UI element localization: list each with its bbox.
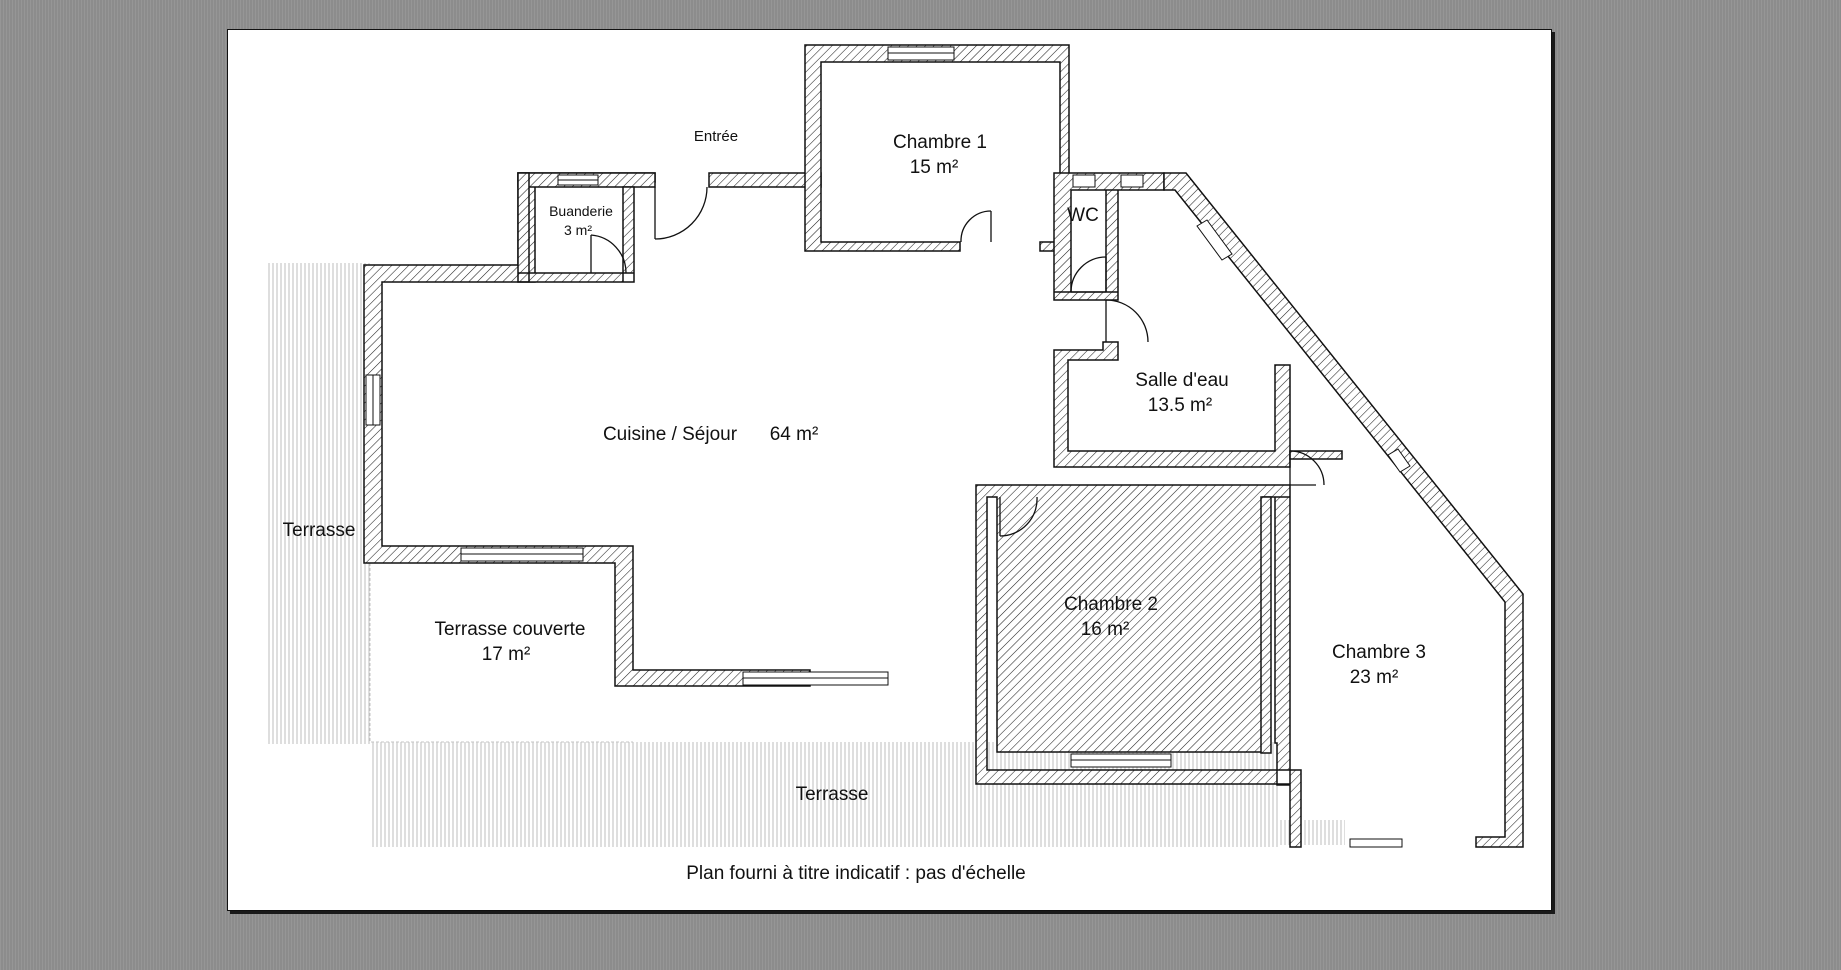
terrace-west-label: Terrasse (283, 520, 356, 541)
entrance-label: Entrée (694, 128, 738, 145)
room-area-laundry: 3 m² (564, 222, 592, 238)
room-area-bedroom-3: 23 m² (1350, 667, 1399, 688)
door-wc (1070, 256, 1107, 293)
wall-living-room (363, 172, 811, 687)
window-diagonal-1 (1196, 219, 1233, 261)
doors (590, 186, 1325, 537)
door-bedroom-1 (960, 210, 992, 243)
window-bedroom-3-south (1349, 838, 1403, 848)
room-name-bedroom-2: Chambre 2 (1064, 594, 1158, 615)
wall-laundry (517, 172, 635, 283)
window-corridor (1120, 174, 1144, 188)
room-name-bedroom-3: Chambre 3 (1332, 642, 1426, 663)
wall-wc (1053, 172, 1165, 301)
room-area-covered-terrace: 17 m² (482, 644, 531, 665)
floor-plan-sheet: Entrée Chambre 1 15 m² Buanderie 3 m² WC… (227, 29, 1552, 911)
windows (365, 46, 1411, 848)
room-area-bedroom-2: 16 m² (1081, 619, 1130, 640)
room-area-bedroom-1: 15 m² (910, 157, 959, 178)
terrace-south-label: Terrasse (796, 784, 869, 805)
plan-caption: Plan fourni à titre indicatif : pas d'éc… (686, 863, 1026, 884)
wall-bedroom-2-east (1260, 496, 1272, 754)
room-name-laundry: Buanderie (549, 203, 613, 219)
floor-plan-drawing: Entrée Chambre 1 15 m² Buanderie 3 m² WC… (268, 44, 1524, 884)
terrace-south-deck-extension (1278, 820, 1345, 845)
room-name-covered-terrace: Terrasse couverte (434, 619, 585, 640)
door-bedroom-2 (999, 496, 1038, 537)
window-wc (1072, 174, 1096, 188)
room-name-wc: WC (1067, 205, 1099, 226)
room-area-bathroom: 13.5 m² (1148, 395, 1212, 416)
room-labels: Entrée Chambre 1 15 m² Buanderie 3 m² WC… (283, 128, 1426, 884)
room-name-living: Cuisine / Séjour (603, 424, 738, 445)
wall-diagonal-east (1163, 172, 1524, 848)
window-diagonal-2 (1387, 448, 1411, 473)
door-bedroom-3 (1289, 450, 1325, 486)
wall-north-right (708, 172, 822, 188)
room-name-bedroom-1: Chambre 1 (893, 132, 987, 153)
door-entrance (654, 186, 708, 240)
room-area-living: 64 m² (770, 424, 819, 445)
door-laundry (590, 234, 627, 274)
door-bathroom (1105, 299, 1149, 343)
room-name-bathroom: Salle d'eau (1135, 370, 1228, 391)
terrace-west-deck (268, 263, 370, 744)
